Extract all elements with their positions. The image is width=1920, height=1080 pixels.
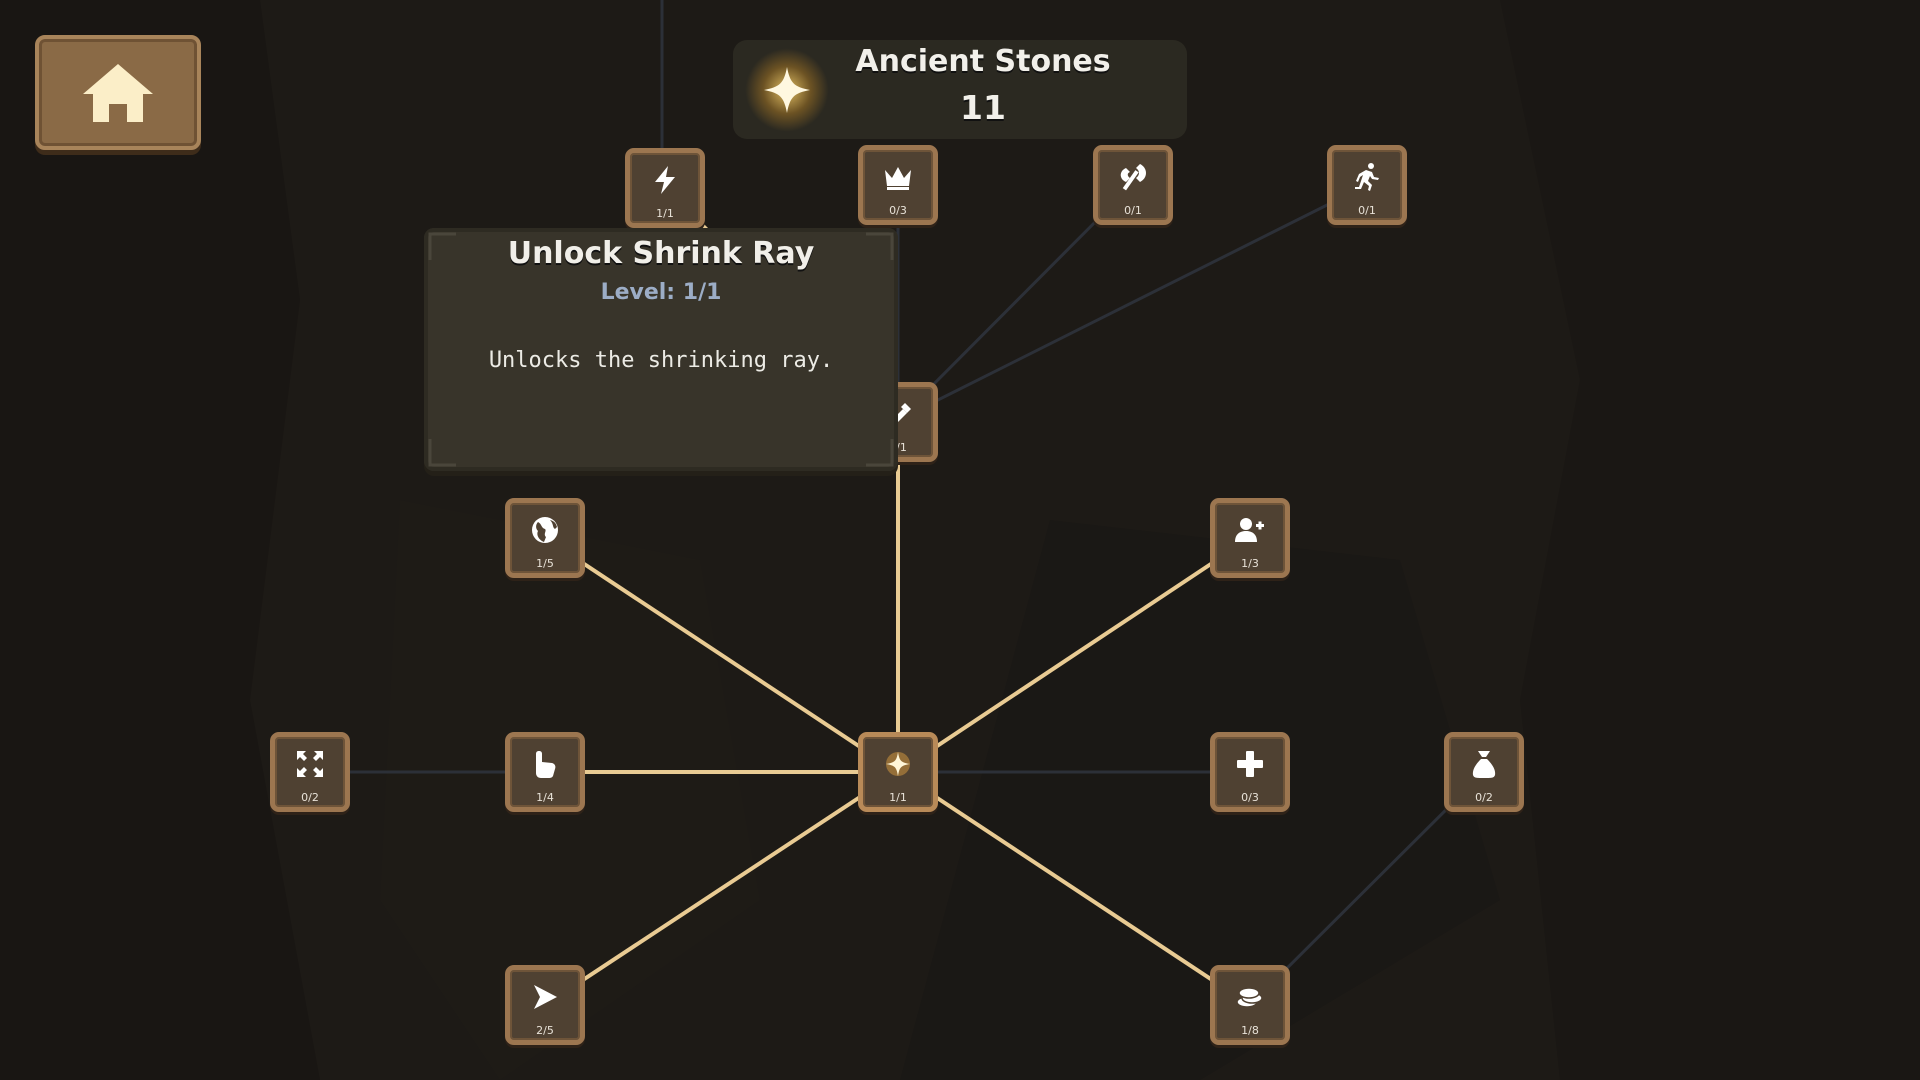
tooltip-title: Unlock Shrink Ray xyxy=(507,236,815,271)
globe-icon xyxy=(532,517,558,543)
skill-node-lightning[interactable]: 1/1 xyxy=(625,148,705,228)
axe-icon xyxy=(1120,164,1146,191)
tooltip-description: Unlocks the shrinking ray. xyxy=(488,348,834,373)
link-runner-shrink xyxy=(897,183,1368,422)
stone-glow xyxy=(745,48,829,132)
skill-level: 0/3 xyxy=(1241,791,1259,804)
ancient-stones-panel: Ancient Stones 11 xyxy=(733,40,1187,139)
tooltip-corner-ornament xyxy=(866,439,894,467)
skill-level: 0/1 xyxy=(1124,204,1142,217)
skill-node-crown[interactable]: 0/3 xyxy=(858,145,938,225)
link-core-globe xyxy=(543,536,900,774)
skill-level: 0/2 xyxy=(301,791,319,804)
link-core-adduser xyxy=(896,536,1252,774)
skill-level: 0/2 xyxy=(1475,791,1493,804)
link-axe-shrink xyxy=(896,183,1134,422)
skill-node-health[interactable]: 0/3 xyxy=(1210,732,1290,812)
skill-node-axe[interactable]: 0/1 xyxy=(1093,145,1173,225)
add-user-icon xyxy=(1235,518,1264,542)
skill-level: 1/3 xyxy=(1241,557,1259,570)
skill-node-core[interactable]: 1/1 xyxy=(858,732,938,812)
tooltip-corner-ornament xyxy=(428,439,456,467)
skill-level: 1/8 xyxy=(1241,1024,1259,1037)
tooltip-level: Level: 1/1 xyxy=(600,280,722,305)
crown-icon xyxy=(885,167,911,190)
link-bag-coins xyxy=(1248,770,1486,1007)
link-core-arrow xyxy=(543,770,900,1007)
coins-icon xyxy=(1236,987,1263,1008)
skill-node-arrow[interactable]: 2/5 xyxy=(505,965,585,1045)
lightning-icon xyxy=(655,166,675,194)
skill-node-expand[interactable]: 0/2 xyxy=(270,732,350,812)
home-icon xyxy=(83,63,153,122)
tooltip-corner-ornament xyxy=(428,232,456,260)
skill-level: 0/1 xyxy=(1358,204,1376,217)
money-bag-icon xyxy=(1472,751,1496,778)
skill-level: 1/5 xyxy=(536,557,554,570)
pointing-hand-icon xyxy=(536,751,556,778)
sparkle-star-icon xyxy=(886,752,910,776)
skill-node-globe[interactable]: 1/5 xyxy=(505,498,585,578)
skill-level: 0/3 xyxy=(889,204,907,217)
skill-node-runner[interactable]: 0/1 xyxy=(1327,145,1407,225)
skill-level: 1/1 xyxy=(889,791,907,804)
skill-node-add-user[interactable]: 1/3 xyxy=(1210,498,1290,578)
plus-icon xyxy=(1237,751,1263,777)
skill-level: 1/1 xyxy=(656,207,674,220)
skill-node-coins[interactable]: 1/8 xyxy=(1210,965,1290,1045)
currency-title: Ancient Stones xyxy=(855,44,1111,79)
skill-node-pointer[interactable]: 1/4 xyxy=(505,732,585,812)
currency-count: 11 xyxy=(960,88,1006,127)
expand-arrows-icon xyxy=(297,751,323,777)
play-arrow-icon xyxy=(534,985,557,1009)
tooltip-corner-ornament xyxy=(866,232,894,260)
sparkle-star-icon xyxy=(764,67,810,113)
skill-node-money-bag[interactable]: 0/2 xyxy=(1444,732,1524,812)
skill-tooltip: Unlock Shrink Ray Level: 1/1 Unlocks the… xyxy=(424,228,898,471)
home-button[interactable] xyxy=(35,35,201,150)
link-core-coins xyxy=(896,770,1252,1007)
skill-level: 2/5 xyxy=(536,1024,554,1037)
skill-level: 1/4 xyxy=(536,791,554,804)
running-person-icon xyxy=(1355,163,1379,191)
